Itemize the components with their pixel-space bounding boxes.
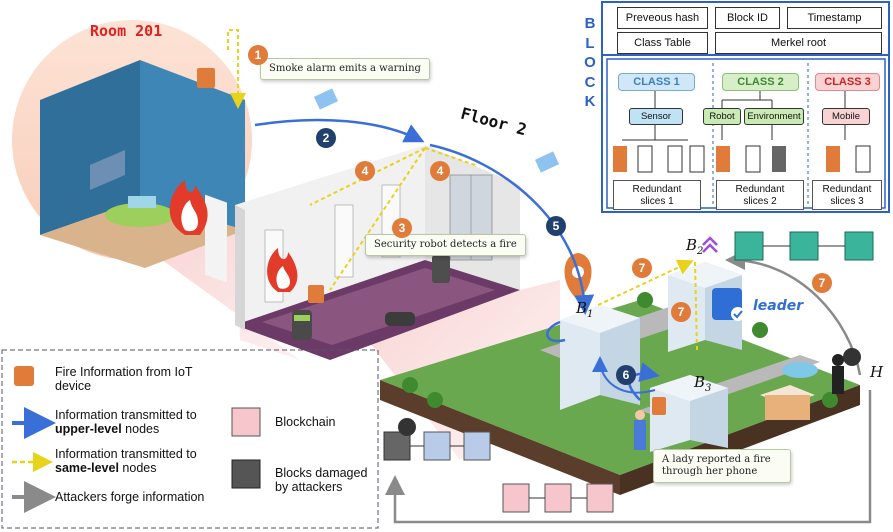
lady-callout: A lady reported a fire through her phone [653, 449, 791, 483]
envelope-icon-2 [534, 151, 560, 173]
class-2-header: CLASS 2 [722, 73, 799, 91]
step-1-badge: 1 [248, 45, 268, 65]
arrow-floor-to-b1 [429, 143, 595, 315]
blockchain-cubes-top [734, 231, 874, 261]
block-vertical-label: B L O C K [584, 15, 596, 110]
legend-box [1, 349, 379, 529]
arrow-b3-to-b1 [592, 356, 656, 394]
floor-alarm-icon [308, 285, 324, 303]
sofa-icon [90, 150, 125, 190]
lady-phone-icon [652, 397, 666, 415]
fountain [782, 362, 818, 378]
floor-door-2 [334, 204, 354, 278]
redundant-slices-1: Redundant slices 1 [613, 180, 701, 210]
step-2-badge: 2 [316, 128, 336, 148]
arrow-room-to-floor [254, 118, 425, 143]
attacker-body [832, 366, 844, 394]
attacker-head [832, 354, 844, 366]
envelope-icon-1 [313, 88, 339, 110]
node-h-label: H [870, 363, 884, 381]
robot-callout: Security robot detects a fire [365, 234, 526, 256]
step-5-badge: 5 [546, 216, 566, 236]
yellow-arrow-b1-b2 [597, 259, 694, 306]
legend-damaged: Blocks damaged by attackers [275, 466, 368, 494]
smoke-callout: Smoke alarm emits a warning [260, 58, 430, 80]
node-sensor: Sensor [629, 108, 683, 125]
step-3-badge: 3 [392, 218, 412, 238]
block-timestamp: Timestamp [787, 7, 882, 29]
attacker-bug-icon-left [398, 418, 416, 436]
step-4a-badge: 4 [355, 161, 375, 181]
step-7a-badge: 7 [632, 258, 652, 278]
data-slices-class3 [826, 145, 871, 173]
legend-damaged-cube [231, 459, 261, 489]
floor-left-wall [235, 205, 245, 330]
node-b1-label: B1 [576, 299, 594, 320]
block-previous-hash: Preveous hash [617, 7, 708, 29]
step-7b-badge: 7 [671, 302, 691, 322]
node-robot: Robot [703, 108, 741, 125]
data-slices-class1 [613, 145, 705, 173]
tree [637, 292, 653, 308]
legend-blockchain: Blockchain [275, 415, 336, 429]
blockchain-cubes-bottom [502, 483, 614, 513]
redundant-slices-3: Redundant slices 3 [812, 180, 882, 210]
rug [105, 203, 175, 227]
yellow-arrow-smoke [227, 29, 246, 109]
room-left-wall [40, 60, 140, 235]
yellow-arrow-4b [424, 147, 476, 166]
block-id: Block ID [715, 7, 780, 29]
legend-fire-info-icon [14, 366, 34, 386]
block-class-table: Class Table [617, 32, 708, 54]
attacker-bug-icon-top [843, 348, 861, 366]
floor-carpet-inner [262, 268, 495, 345]
step-6-badge: 6 [616, 365, 636, 385]
class-1-header: CLASS 1 [618, 73, 695, 91]
block-merkel-root: Merkel root [715, 32, 882, 54]
tree [427, 392, 443, 408]
attack-arrow-bottom [385, 390, 872, 524]
security-robot-2 [432, 255, 450, 283]
node-b2-label: B2 [686, 236, 704, 257]
redundant-slices-2: Redundant slices 2 [716, 180, 804, 210]
node-b3-label: B3 [694, 373, 712, 394]
upgrade-icon [702, 236, 718, 253]
city-left-side [380, 380, 620, 495]
legend-blockchain-cube [231, 407, 261, 437]
step-4b-badge: 4 [430, 161, 450, 181]
class-3-header: CLASS 3 [815, 73, 880, 91]
room-title: Room 201 [90, 22, 163, 40]
node-mobile: Mobile [822, 108, 870, 125]
tree [822, 392, 838, 408]
room-door [205, 194, 227, 283]
lady-head [635, 410, 645, 420]
yellow-arrow-b2-down [694, 261, 698, 351]
cleaning-robot-icon [385, 312, 415, 326]
arrow-b1-loop [546, 320, 566, 343]
security-robot-icon [292, 310, 312, 340]
lady-body [634, 420, 646, 450]
yellow-arrow-3 [329, 147, 426, 291]
data-slices-class2 [716, 145, 786, 173]
node-environment: Environment [744, 108, 804, 125]
blockchain-cubes-left [383, 431, 491, 461]
legend-fire-info: Fire Information from IoT device [55, 365, 193, 393]
smoke-alarm-icon [197, 68, 215, 88]
leader-label: leader [753, 298, 804, 314]
table-icon [128, 196, 156, 208]
building-b1 [560, 305, 600, 410]
step-7c-badge: 7 [812, 273, 832, 293]
tree [402, 377, 418, 393]
legend-attack: Attackers forge information [55, 490, 205, 504]
tree [752, 322, 768, 338]
room-right-wall [140, 60, 245, 230]
